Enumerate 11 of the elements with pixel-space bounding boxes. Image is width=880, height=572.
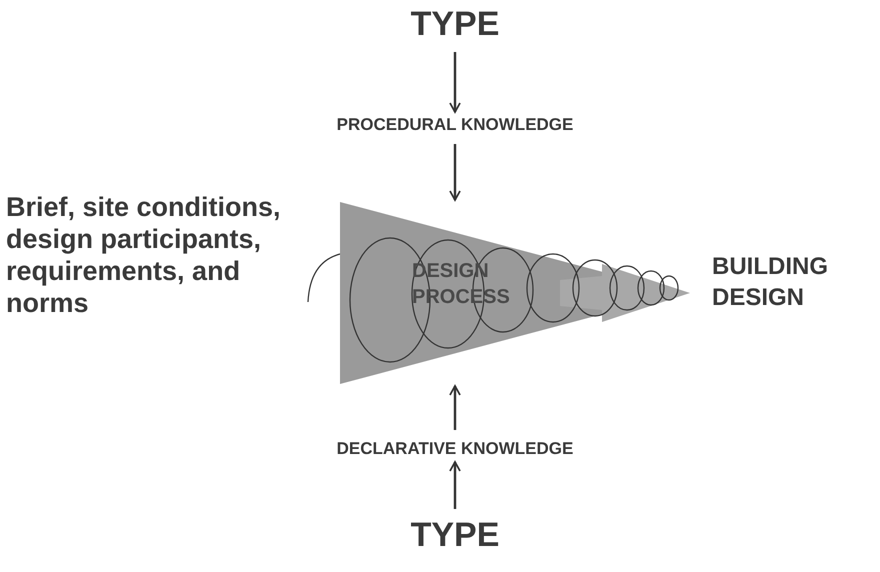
node-label: TYPE bbox=[410, 6, 500, 44]
node-label: TYPE bbox=[410, 517, 500, 555]
arrow bbox=[449, 461, 461, 509]
node-label: DECLARATIVE KNOWLEDGE bbox=[336, 438, 574, 460]
node-label: BUILDING DESIGN bbox=[712, 252, 829, 313]
node-label: Brief, site conditions, design participants, requirements, and norms bbox=[6, 192, 282, 320]
arrow bbox=[449, 144, 461, 201]
leader-line bbox=[307, 253, 340, 302]
node-label: PROCEDURAL KNOWLEDGE bbox=[336, 114, 574, 136]
arrow bbox=[449, 52, 461, 113]
arrow bbox=[449, 385, 461, 430]
